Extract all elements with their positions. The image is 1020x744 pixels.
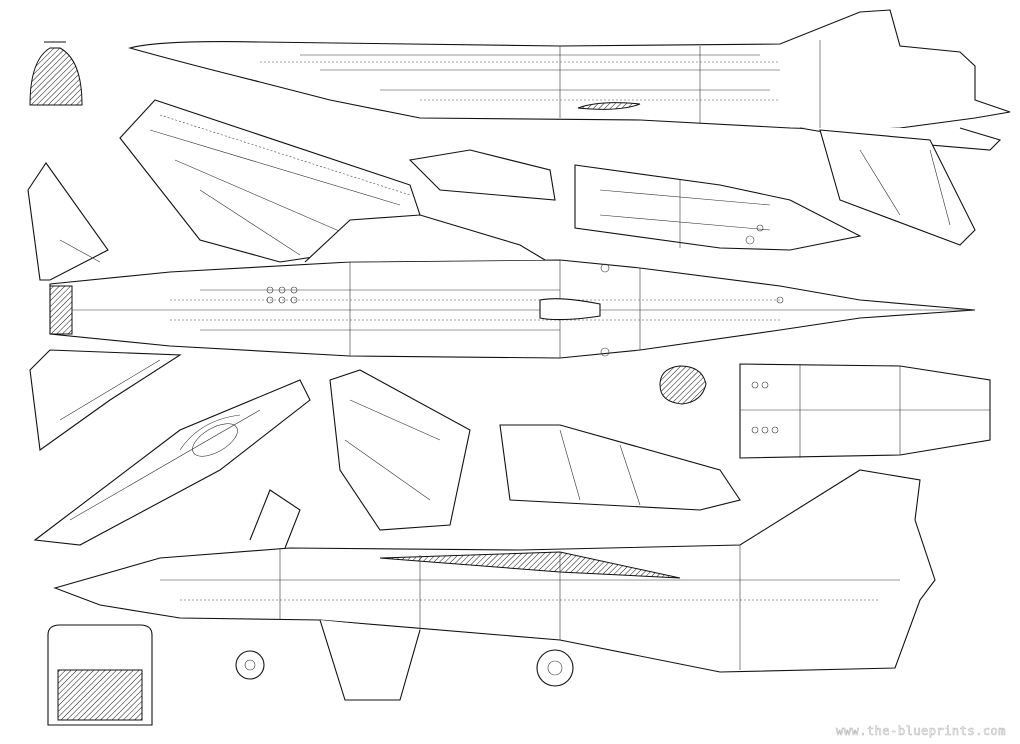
rear-underside-view [739, 363, 991, 459]
watermark: www.the-blueprints.com [836, 724, 1006, 739]
fuselage-section-bottom [47, 624, 153, 726]
fuselage-cross-section [29, 41, 83, 106]
intake-section [659, 365, 707, 405]
forward-fuselage-oblique [33, 379, 311, 546]
side-view-top [127, 9, 1011, 246]
side-view-bottom [53, 469, 936, 701]
tailplane-upper [27, 162, 182, 451]
wing-lower-planform [329, 369, 741, 531]
top-view [49, 214, 976, 359]
underside-nose-view [408, 149, 862, 251]
